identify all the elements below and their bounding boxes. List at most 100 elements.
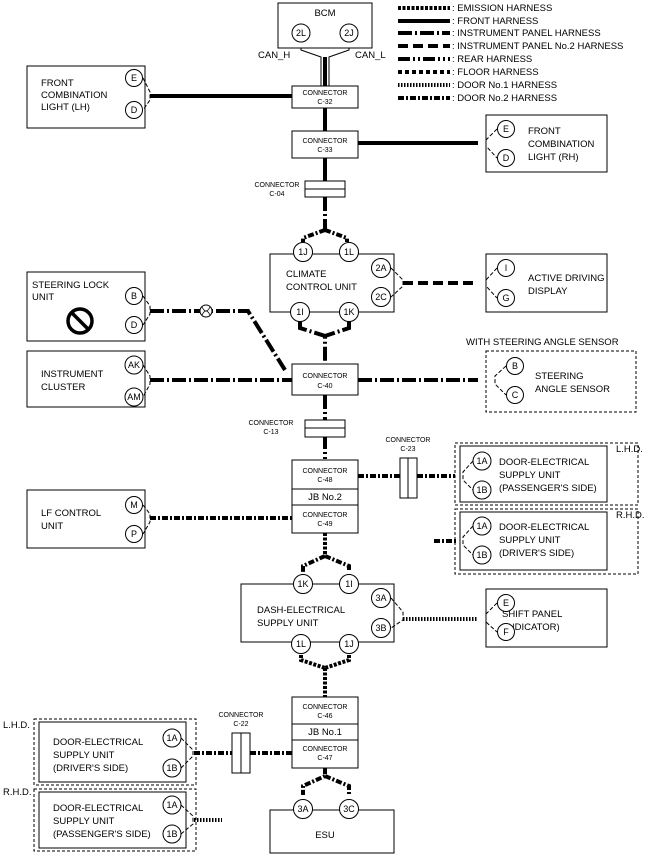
diagram-label: DISPLAY [528, 286, 568, 297]
diagram-label: 1K [343, 307, 354, 317]
diagram-label-text: DOOR No.1 HARNESS [457, 80, 557, 91]
pin-circle [371, 258, 391, 278]
legend-item: : INSTRUMENT PANEL HARNESS [398, 28, 601, 39]
diagram-label: ACTIVE DRIVING [528, 273, 605, 284]
connector-c40: CONNECTOR C-40 [291, 363, 359, 396]
wire-path [180, 737, 194, 769]
diagram-label: 2C [375, 292, 387, 302]
diagram-label: CONTROL UNIT [286, 282, 357, 293]
diagram-label: G [502, 293, 509, 303]
connector-c04: CONNECTOR C-04 [255, 180, 346, 198]
diagram-label: 1B [166, 829, 177, 839]
wire-path [462, 525, 474, 556]
wire-path [485, 128, 498, 159]
diagram-label: UNIT [32, 292, 54, 303]
region-label: L.H.D. [616, 444, 643, 455]
pin-circle [291, 634, 311, 654]
diagram-label: B [512, 361, 518, 371]
pin-circle [293, 799, 313, 819]
diagram-label: CONNECTOR [303, 704, 348, 711]
diagram-label: C-48 [317, 477, 332, 484]
diagram-label: 2A [375, 263, 386, 273]
diagram-label: LF CONTROL [41, 508, 101, 519]
diagram-label: UNIT [41, 521, 63, 532]
pin-circle [125, 496, 143, 514]
diagram-label: C-32 [317, 99, 332, 106]
pin-circle [125, 287, 143, 305]
pin-label: 2L [296, 28, 306, 38]
diagram-label: SHIFT PANEL [502, 609, 562, 620]
pin-circle [125, 69, 143, 87]
wire-path [301, 554, 351, 572]
diagram-label: 1I [296, 307, 304, 317]
pin-circle [293, 574, 313, 594]
diagram-label: CONNECTOR [303, 138, 348, 145]
component-box [291, 739, 359, 769]
wire-path [142, 364, 151, 398]
pin-circle [497, 594, 515, 612]
pin-circle [291, 23, 311, 43]
door-electrical-supply-unit-driver-rhd: R.H.D. DOOR-ELECTRICAL SUPPLY UNIT (DRIV… [454, 508, 645, 575]
pin-circle [506, 386, 524, 404]
pin-circle [497, 149, 515, 167]
diagram-label-text: FLOOR HARNESS [457, 67, 538, 78]
pin-circle [497, 120, 515, 138]
diagram-label: DOOR-ELECTRICAL [499, 522, 589, 533]
region-label: R.H.D. [616, 510, 645, 521]
diagram-label: (PASSENGER'S SIDE) [53, 829, 151, 840]
component-box [454, 508, 639, 575]
diagram-label: C-47 [317, 755, 332, 762]
diagram-label: E [503, 124, 509, 134]
diagram-label: SUPPLY UNIT [53, 816, 115, 827]
diagram-label: 1J [344, 639, 354, 649]
pin-label: 2J [344, 28, 354, 38]
component-box [291, 459, 359, 490]
diagram-label: 1A [476, 456, 487, 466]
prohibited-icon [66, 307, 94, 335]
diagram-label: STEERING LOCK [32, 280, 110, 291]
diagram-label: (DRIVER'S SIDE) [53, 763, 128, 774]
diagram-label: B [131, 291, 137, 301]
legend-item: : FLOOR HARNESS [398, 67, 539, 78]
component-box [291, 130, 359, 159]
diagram-label: 1A [476, 521, 487, 531]
diagram-label: 1A [166, 733, 177, 743]
pin-circle [339, 799, 359, 819]
component-box [291, 363, 359, 396]
instrument-cluster: INSTRUMENT CLUSTER AK AM [26, 350, 151, 408]
legend-item: : FRONT HARNESS [398, 16, 538, 27]
diagram-label: CONNECTOR [303, 746, 348, 753]
connector-c33: CONNECTOR C-33 [291, 130, 359, 159]
diagram-label: 3A [375, 593, 386, 603]
component-box [38, 791, 187, 849]
steering-angle-sensor: WITH STEERING ANGLE SENSOR STEERING ANGL… [466, 337, 637, 413]
diagram-label: F [503, 627, 509, 637]
harness-wires [150, 42, 478, 822]
wire-path [485, 267, 498, 299]
diagram-label: 1B [476, 550, 487, 560]
wire-path [462, 460, 474, 491]
wire-path [299, 655, 351, 670]
diagram-label: 1L [296, 639, 306, 649]
component-box [240, 583, 395, 643]
diagram-label: LIGHT (RH) [528, 152, 579, 163]
component-box [291, 696, 359, 725]
pin-circle [290, 302, 310, 322]
diagram-label: 3C [343, 804, 355, 814]
pin-circle [339, 634, 359, 654]
steering-lock-unit: STEERING LOCK UNIT B D [26, 271, 151, 342]
component-box [38, 721, 187, 783]
esu-unit: ESU 3A 3C [269, 799, 395, 854]
diagram-label: DOOR-ELECTRICAL [53, 803, 143, 814]
diagram-label: COMBINATION [528, 139, 594, 150]
diagram-label: 3A [297, 804, 308, 814]
pin-circle [497, 289, 515, 307]
diagram-label: CONNECTOR [303, 90, 348, 97]
diagram-label: DASH-ELECTRICAL [257, 605, 345, 616]
diagram-label-text: DOOR No.2 HARNESS [457, 93, 557, 104]
pin-circle [339, 302, 359, 322]
diagram-label: I [505, 263, 508, 273]
bcm-name: BCM [314, 8, 335, 19]
component-box [269, 809, 395, 854]
climate-control-unit: CLIMATE CONTROL UNIT 1J 1L 2A 2C 1I 1K [269, 242, 404, 322]
